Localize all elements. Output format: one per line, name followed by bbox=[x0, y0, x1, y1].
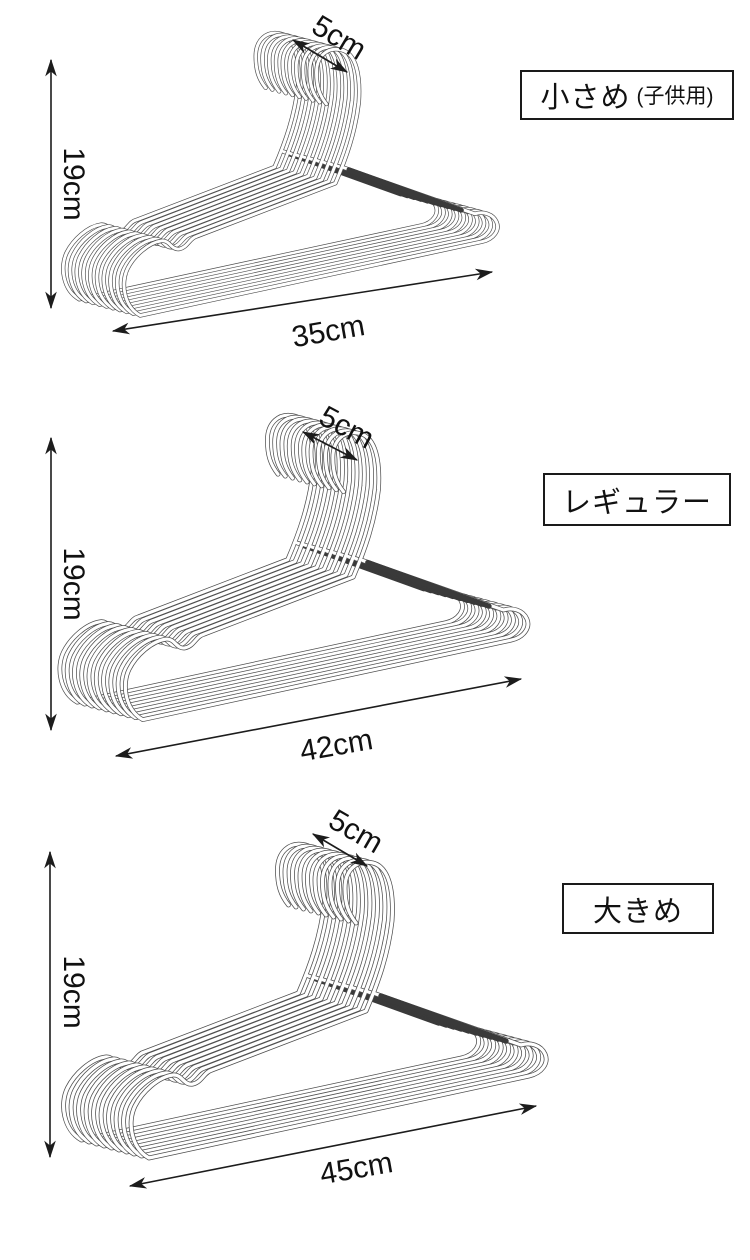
height-dimension-label: 19cm bbox=[57, 547, 90, 620]
hook-width-dimension-arrow bbox=[301, 431, 359, 461]
hanger-section-large: 5cm 19cm 45cm bbox=[44, 803, 547, 1191]
size-label-box-large: 大きめ bbox=[562, 883, 714, 934]
size-label-box-regular: レギュラー bbox=[543, 473, 731, 526]
hanger-stack-regular bbox=[60, 415, 528, 719]
hanger-section-regular: 5cm 19cm 42cm bbox=[45, 400, 528, 768]
hanger-stack-small bbox=[63, 33, 497, 315]
width-dimension-arrow bbox=[128, 1103, 538, 1189]
height-dimension-label: 19cm bbox=[57, 147, 90, 220]
height-dimension-label: 19cm bbox=[57, 955, 90, 1028]
size-label-text: 小さめ bbox=[540, 82, 631, 114]
size-label-note: (子供用) bbox=[636, 85, 714, 108]
hanger-stack-large bbox=[64, 844, 547, 1158]
hook-width-dimension-arrow bbox=[291, 39, 349, 73]
hanger-section-small: 5cm 19cm 35cm bbox=[45, 9, 498, 354]
width-dimension-label: 45cm bbox=[317, 1146, 395, 1191]
width-dimension-arrow bbox=[111, 268, 494, 335]
size-label-text: レギュラー bbox=[561, 486, 712, 519]
width-dimension-label: 35cm bbox=[289, 309, 367, 354]
width-dimension-arrow bbox=[114, 676, 523, 759]
size-label-text: 大きめ bbox=[592, 895, 683, 928]
hook-width-dimension-arrow bbox=[311, 833, 369, 867]
width-dimension-label: 42cm bbox=[297, 723, 375, 768]
size-label-box-small: 小さめ (子供用) bbox=[520, 70, 734, 120]
